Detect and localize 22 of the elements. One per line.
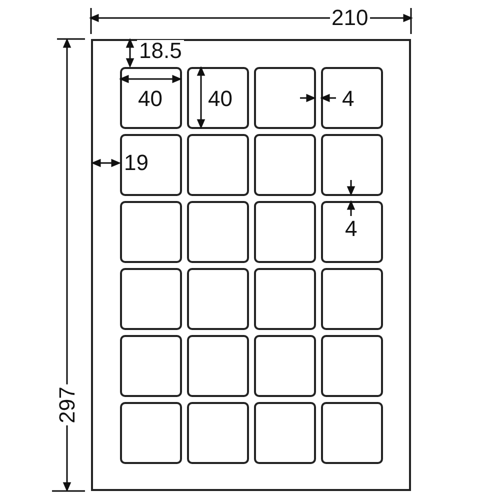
sticker-label — [254, 335, 316, 397]
sticker-label — [187, 268, 249, 330]
sticker-label — [187, 201, 249, 263]
sticker-label — [321, 402, 383, 464]
sticker-label — [187, 335, 249, 397]
sticker-label — [321, 335, 383, 397]
label-sheet — [91, 39, 411, 491]
sticker-label — [254, 201, 316, 263]
sticker-label — [120, 335, 182, 397]
sticker-label — [254, 134, 316, 196]
sticker-label — [120, 402, 182, 464]
sticker-label — [321, 67, 383, 129]
sticker-label — [321, 201, 383, 263]
sticker-label — [254, 268, 316, 330]
sticker-label — [187, 134, 249, 196]
sticker-label — [120, 201, 182, 263]
sticker-label — [321, 134, 383, 196]
sticker-label — [254, 67, 316, 129]
sticker-label — [187, 402, 249, 464]
sticker-label — [120, 268, 182, 330]
sticker-label — [321, 268, 383, 330]
sticker-label — [254, 402, 316, 464]
